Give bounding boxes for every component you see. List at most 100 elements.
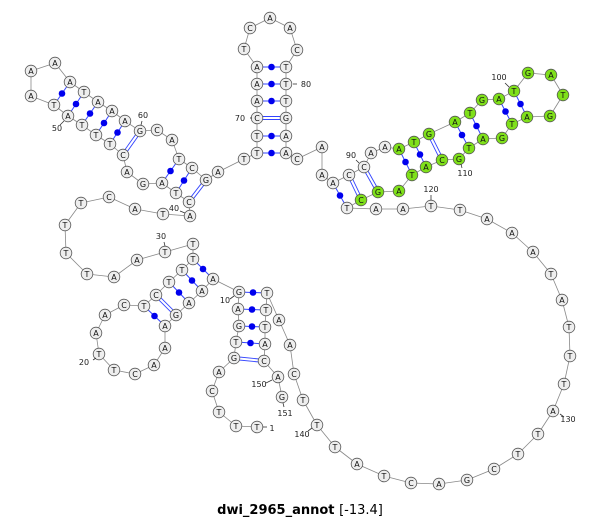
nucleotide-circle	[531, 427, 545, 441]
nucleotide-A: A	[199, 287, 205, 296]
nucleotide-circle	[448, 115, 462, 129]
position-label: 20	[79, 358, 89, 367]
nucleotide-C: C	[132, 370, 138, 379]
nucleotide-circle	[505, 117, 519, 131]
nucleotide-circle	[116, 148, 130, 162]
nucleotide-circle	[259, 303, 273, 317]
nucleotide-circle	[128, 367, 142, 381]
nucleotide-C: C	[121, 301, 127, 310]
nucleotide-circle	[243, 21, 257, 35]
nucleotide-circle	[279, 129, 293, 143]
base-pair-dot	[199, 265, 207, 273]
nucleotide-circle	[147, 358, 161, 372]
nucleotide-circle	[275, 390, 289, 404]
nucleotide-A: A	[287, 24, 293, 33]
nucleotide-T: T	[141, 302, 147, 311]
nucleotide-A: A	[210, 275, 216, 284]
nucleotide-circle	[377, 469, 391, 483]
base-pair-dot	[247, 339, 254, 347]
nucleotide-T: T	[162, 248, 168, 257]
nucleotide-circle	[555, 293, 569, 307]
nucleotide-circle	[424, 199, 438, 213]
nucleotide-T: T	[51, 101, 57, 110]
nucleotide-circle	[237, 152, 251, 166]
nucleotide-circle	[419, 160, 433, 174]
nucleotide-circle	[279, 77, 293, 91]
nucleotide-circle	[495, 131, 509, 145]
nucleotide-A: A	[283, 132, 289, 141]
nucleotide-C: C	[186, 198, 192, 207]
nucleotide-C: C	[209, 387, 215, 396]
nucleotide-A: A	[134, 256, 140, 265]
nucleotide-T: T	[93, 131, 99, 140]
nucleotide-T: T	[254, 423, 260, 432]
nucleotide-G: G	[236, 322, 242, 331]
nucleotide-T: T	[264, 289, 270, 298]
nucleotide-A: A	[550, 407, 556, 416]
nucleotide-T: T	[283, 63, 289, 72]
nucleotide-C: C	[294, 46, 300, 55]
nucleotide-circle	[257, 354, 271, 368]
position-label: 40	[169, 204, 179, 213]
nucleotide-T: T	[262, 323, 268, 332]
nucleotide-circle	[526, 245, 540, 259]
free-energy: [-13.4]	[339, 503, 383, 518]
nucleotide-A: A	[287, 341, 293, 350]
nucleotide-circle	[546, 404, 560, 418]
nucleotide-circle	[205, 384, 219, 398]
nucleotide-A: A	[159, 179, 165, 188]
position-tick	[559, 413, 565, 418]
nucleotide-circle	[460, 473, 474, 487]
nucleotide-A: A	[151, 361, 157, 370]
nucleotide-circle	[212, 405, 226, 419]
nucleotide-circle	[290, 43, 304, 57]
position-tick	[59, 120, 65, 126]
nucleotide-C: C	[361, 163, 367, 172]
position-tick	[229, 295, 235, 300]
nucleotide-circle	[137, 299, 151, 313]
nucleotide-circle	[562, 320, 576, 334]
base-pair-dot	[248, 323, 256, 330]
nucleotide-A: A	[124, 168, 130, 177]
nucleotide-A: A	[162, 322, 168, 331]
nucleotide-circle	[452, 152, 466, 166]
nucleotide-circle	[92, 347, 106, 361]
position-label: 80	[301, 80, 311, 89]
base-pair-dot	[336, 192, 344, 199]
nucleotide-circle	[186, 252, 200, 266]
nucleotide-G: G	[499, 134, 505, 143]
nucleotide-circle	[563, 349, 577, 363]
nucleotide-circle	[250, 94, 264, 108]
nucleotide-T: T	[561, 380, 567, 389]
nucleotide-circle	[505, 226, 519, 240]
nucleotide-circle	[476, 132, 490, 146]
nucleotide-A: A	[509, 229, 515, 238]
nucleotide-A: A	[267, 14, 273, 23]
nucleotide-circle	[232, 285, 246, 299]
nucleotide-circle	[149, 288, 163, 302]
position-tick	[163, 241, 166, 247]
nucleotide-circle	[229, 419, 243, 433]
structure-name: dwi_2965_annot	[217, 503, 335, 518]
nucleotide-circle	[258, 337, 272, 351]
nucleotide-circle	[404, 476, 418, 490]
nucleotide-T: T	[467, 109, 473, 118]
nucleotide-circle	[47, 98, 61, 112]
nucleotide-circle	[283, 21, 297, 35]
nucleotide-T: T	[566, 323, 572, 332]
nucleotide-circle	[107, 363, 121, 377]
nucleotide-G: G	[236, 288, 242, 297]
base-pair-dot	[72, 100, 80, 108]
nucleotide-A: A	[102, 311, 108, 320]
nucleotide-G: G	[231, 354, 237, 363]
base-pair-dot	[151, 312, 158, 320]
nucleotide-T: T	[254, 132, 260, 141]
nucleotide-A: A	[254, 97, 260, 106]
nucleotide-circle	[158, 319, 172, 333]
nucleotide-circle	[155, 176, 169, 190]
nucleotide-T: T	[381, 472, 387, 481]
nucleotide-circle	[271, 370, 285, 384]
nucleotide-circle	[521, 66, 535, 80]
nucleotide-circle	[556, 88, 570, 102]
